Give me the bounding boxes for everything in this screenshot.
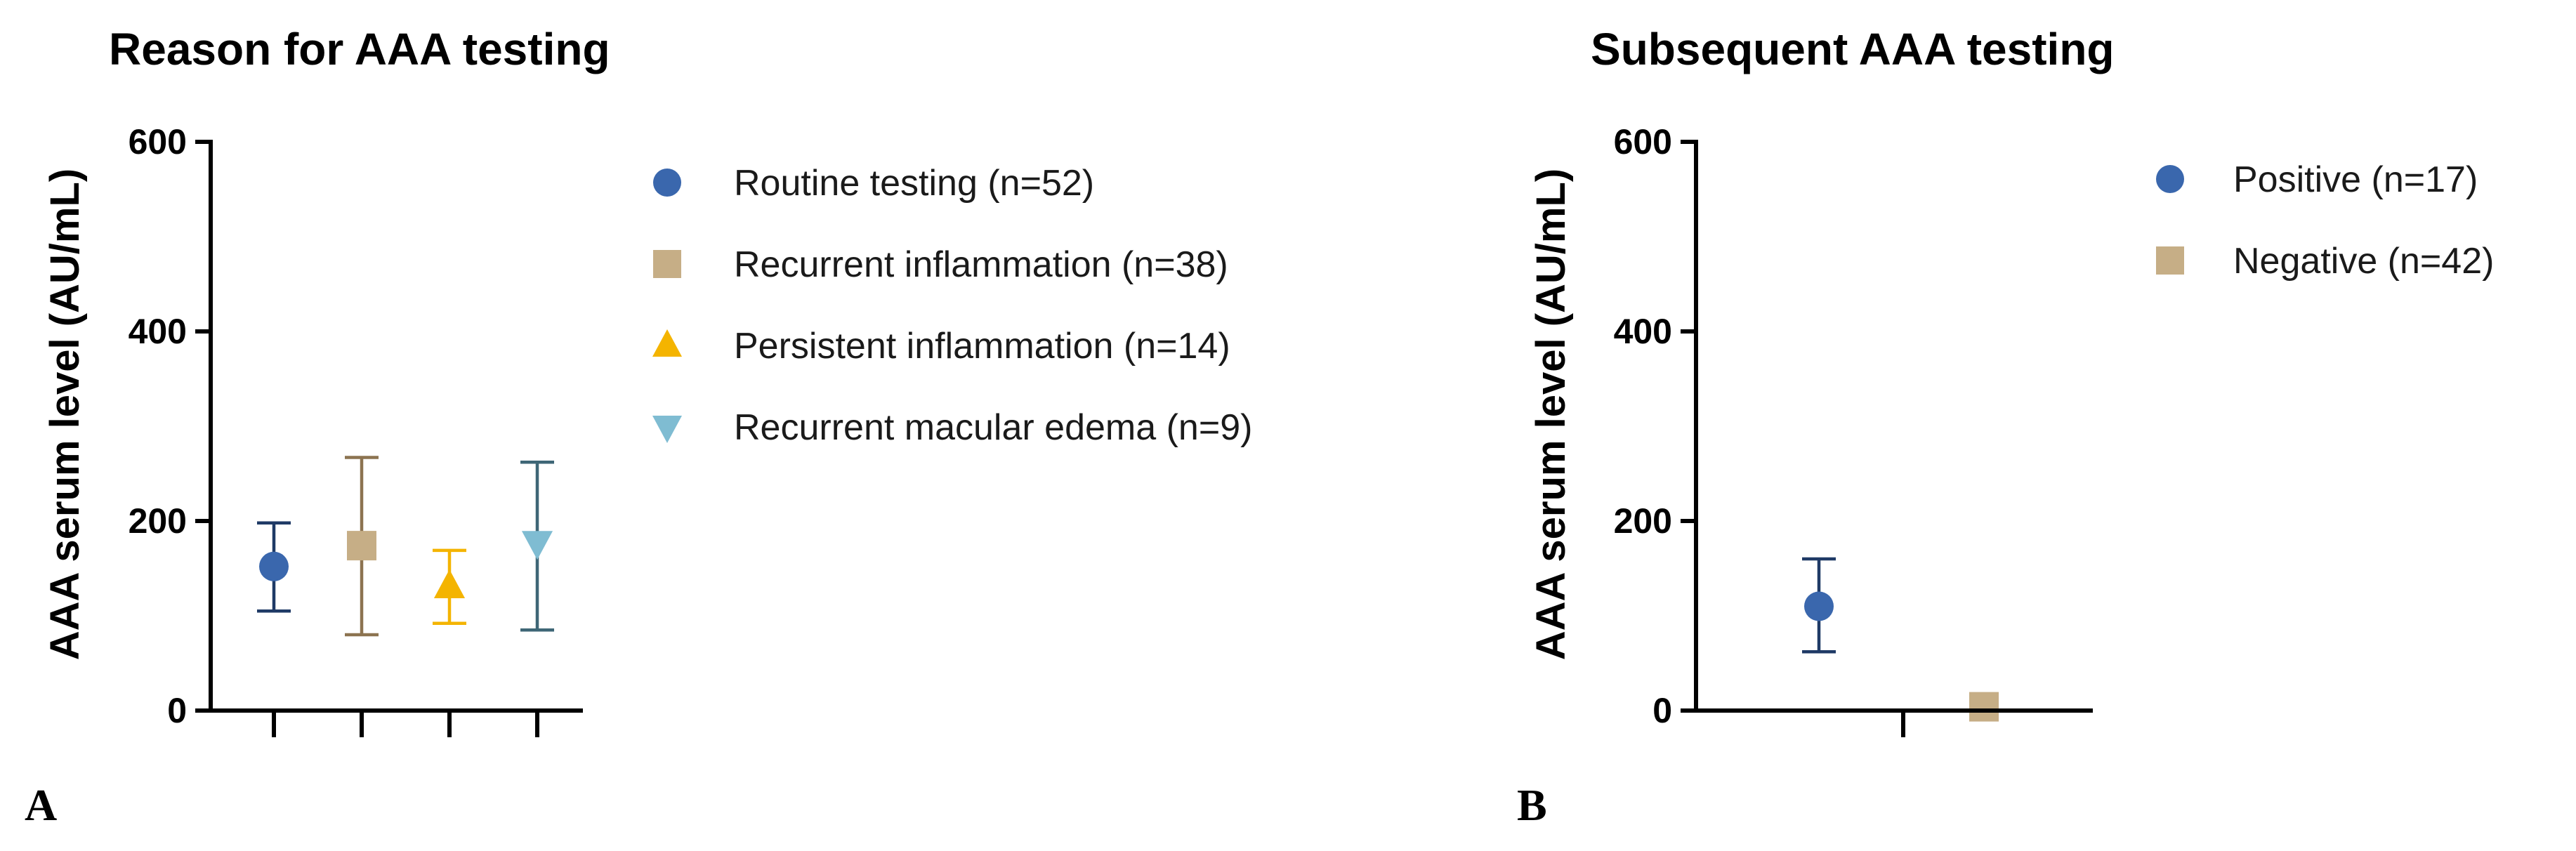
panel-b-marks <box>1802 557 1999 722</box>
panel-b-y-ticks: 0 200 400 600 <box>1614 122 1905 737</box>
y-tick-label: 400 <box>129 312 187 351</box>
data-point-triangle-up <box>433 569 466 598</box>
legend-marker-triangle-up <box>652 329 682 357</box>
legend-label: Routine testing (n=52) <box>734 163 1094 204</box>
panel-b-legend: Positive (n=17) Negative (n=42) <box>2156 159 2494 282</box>
y-tick-label: 200 <box>1614 501 1672 541</box>
y-tick-label: 0 <box>167 691 187 730</box>
y-tick-label: 200 <box>129 501 187 541</box>
data-point-circle <box>259 551 289 581</box>
legend-label: Recurrent macular edema (n=9) <box>734 407 1252 448</box>
legend-label: Persistent inflammation (n=14) <box>734 326 1230 367</box>
panel-b-label: B <box>1517 780 1547 830</box>
panel-a-title: Reason for AAA testing <box>109 24 610 74</box>
data-point-square <box>347 531 376 561</box>
legend-marker-circle <box>653 169 681 197</box>
legend-marker-triangle-down <box>652 416 682 443</box>
y-tick-label: 0 <box>1652 691 1672 730</box>
panel-b-title: Subsequent AAA testing <box>1591 24 2115 74</box>
legend-marker-square <box>2156 246 2184 275</box>
data-point-triangle-down <box>521 531 553 560</box>
legend-label: Negative (n=42) <box>2233 241 2494 282</box>
legend-marker-square <box>653 250 681 278</box>
legend-label: Positive (n=17) <box>2233 159 2478 200</box>
y-tick-label: 600 <box>1614 122 1672 161</box>
data-point-circle <box>1804 591 1834 621</box>
panel-a-y-ticks: 0 200 400 600 <box>129 122 539 737</box>
panel-a-label: A <box>25 780 57 830</box>
panel-b-chart: Subsequent AAA testing AAA serum level (… <box>1517 24 2494 830</box>
data-point-square <box>1969 692 1999 722</box>
legend-label: Recurrent inflammation (n=38) <box>734 244 1228 285</box>
panel-b-y-axis-label: AAA serum level (AU/mL) <box>1528 169 1574 660</box>
panel-a-marks <box>257 456 554 637</box>
y-tick-label: 400 <box>1614 312 1672 351</box>
panel-a-y-axis-label: AAA serum level (AU/mL) <box>42 169 88 660</box>
legend-marker-circle <box>2156 165 2184 193</box>
y-tick-label: 600 <box>129 122 187 161</box>
panel-a-chart: Reason for AAA testing AAA serum level (… <box>25 24 1252 830</box>
panel-a-legend: Routine testing (n=52) Recurrent inflamma… <box>652 163 1252 448</box>
